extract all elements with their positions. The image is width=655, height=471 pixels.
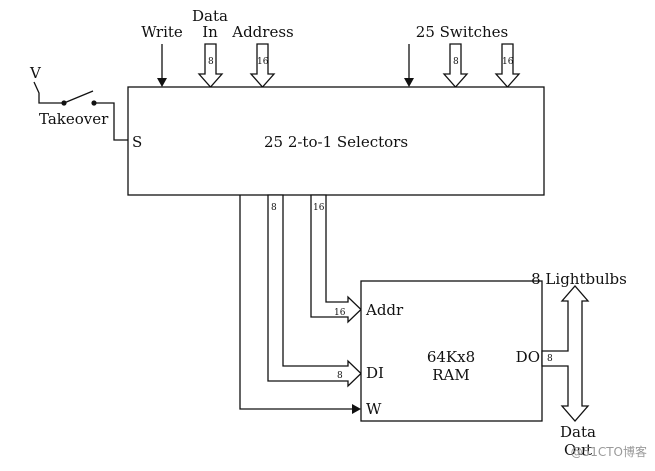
ram-di-port: DI	[366, 364, 384, 382]
selector-box	[127, 86, 545, 196]
ram-do-width: 8	[547, 354, 553, 364]
data-in-label-line1: Data	[192, 7, 228, 25]
watermark: @51CTO博客	[571, 444, 647, 459]
ram-label-line2: RAM	[432, 366, 470, 384]
address-label: Address	[231, 23, 293, 41]
selector-s-port: S	[132, 133, 142, 151]
switches-label: 25 Switches	[416, 23, 508, 41]
ram-addr-port: Addr	[365, 301, 404, 319]
selector-title: 25 2-to-1 Selectors	[264, 133, 408, 151]
data-out-label-line1: Data	[560, 423, 596, 441]
ram-w-port: W	[366, 400, 382, 418]
address-width: 16	[257, 57, 269, 67]
switch-write-arrow	[404, 44, 414, 87]
data-in-width: 8	[208, 57, 214, 67]
write-arrow	[157, 44, 167, 87]
sel-addr-width: 16	[313, 203, 325, 213]
switch-address-width: 16	[502, 57, 514, 67]
switch-data-bus-arrow: 8	[442, 43, 469, 88]
ram-di-width: 8	[337, 371, 343, 381]
takeover-label: Takeover	[39, 110, 109, 128]
sel-data-width: 8	[271, 203, 277, 213]
do-output-bus: 8	[541, 285, 590, 422]
switch-address-bus-arrow: 16	[494, 43, 521, 88]
data-in-bus-arrow: 8	[197, 43, 224, 88]
data-in-label-line2: In	[202, 23, 218, 41]
w-line	[239, 195, 361, 414]
ram-addr-width: 16	[334, 308, 346, 318]
addr-bus: 16 16	[310, 194, 362, 324]
ram-do-port: DO	[516, 348, 540, 366]
lightbulbs-label: 8 Lightbulbs	[531, 270, 627, 288]
di-bus: 8 8	[267, 194, 362, 388]
address-bus-arrow: 16	[249, 43, 276, 88]
switch-data-width: 8	[453, 57, 459, 67]
v-label: V	[29, 64, 42, 82]
takeover-switch	[33, 81, 128, 141]
data-out-label-line2: Out	[564, 441, 592, 459]
write-label: Write	[141, 23, 183, 41]
ram-label-line1: 64Kx8	[427, 348, 475, 366]
